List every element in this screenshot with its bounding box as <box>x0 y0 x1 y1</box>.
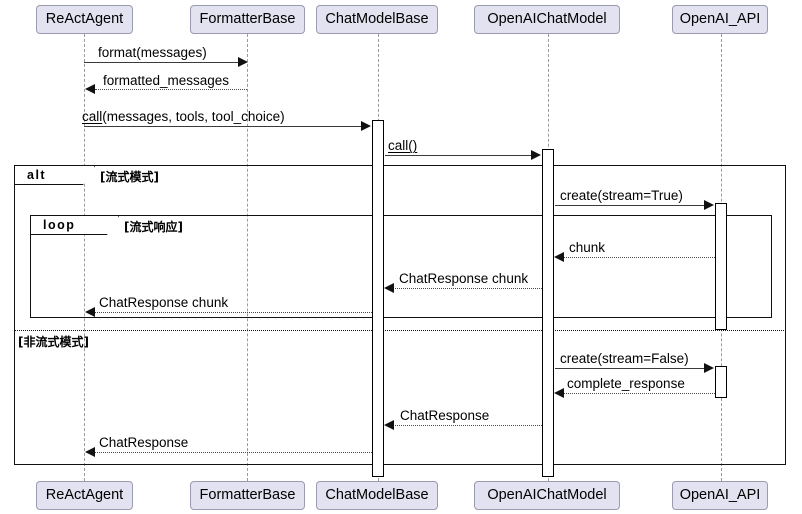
message-line-format-messages <box>84 62 239 63</box>
message-label-format-messages: format(messages) <box>98 45 207 60</box>
participant-label: OpenAIChatModel <box>487 11 607 28</box>
participant-chatmodelbase-bottom[interactable]: ChatModelBase <box>316 481 438 510</box>
message-label-complete-response: complete_response <box>567 376 685 391</box>
participant-label: FormatterBase <box>199 487 296 504</box>
message-label-call: call() <box>388 138 418 153</box>
message-label-call-text: call(messages, tools, tool_choice) <box>82 109 285 124</box>
message-arrow-chatresponse-outer <box>85 447 95 457</box>
message-label-chatresponse-chunk-outer: ChatResponse chunk <box>99 295 229 310</box>
message-label-chatresponse-outer: ChatResponse <box>99 435 189 450</box>
participant-label: OpenAIChatModel <box>487 487 607 504</box>
fragment-alt-condition-1: [流式模式] <box>100 170 159 184</box>
message-line-chatresponse-inner <box>393 425 542 426</box>
fragment-loop-operator: loop <box>43 218 76 232</box>
message-line-complete-response <box>563 393 715 394</box>
message-arrow-chatresponse-inner <box>384 420 394 430</box>
fragment-alt-condition-2: [非流式模式] <box>18 335 89 349</box>
participant-label: FormatterBase <box>199 11 296 28</box>
participant-openaichatmodel-top[interactable]: OpenAIChatModel <box>474 5 620 34</box>
fragment-loop <box>30 215 772 318</box>
message-label-chatresponse-inner: ChatResponse <box>400 408 490 423</box>
activation-openaiapi-nonstream <box>715 366 727 398</box>
message-arrow-chatresponse-chunk-outer <box>85 307 95 317</box>
activation-chatmodelbase <box>372 120 384 477</box>
fragment-alt-else-divider <box>14 330 786 331</box>
message-label-formatted-messages: formatted_messages <box>103 73 230 88</box>
participant-label: ReActAgent <box>45 11 124 28</box>
participant-formatter-bottom[interactable]: FormatterBase <box>190 481 305 510</box>
lifeline-react <box>84 34 85 481</box>
participant-label: OpenAI_API <box>679 487 761 504</box>
message-arrow-format-messages <box>238 57 248 67</box>
activation-openaichatmodel <box>542 149 554 477</box>
fragment-loop-condition-1: [流式响应] <box>124 220 183 234</box>
participant-label: ReActAgent <box>45 487 124 504</box>
participant-react-top[interactable]: ReActAgent <box>36 5 133 34</box>
message-arrow-create-stream-false <box>704 363 714 373</box>
message-line-call <box>385 155 532 156</box>
message-label-create-stream-true: create(stream=True) <box>560 188 683 203</box>
message-label-create-stream-false: create(stream=False) <box>560 351 689 366</box>
message-line-call-messages <box>84 126 362 127</box>
message-line-chunk <box>563 257 715 258</box>
message-arrow-call <box>531 150 541 160</box>
message-line-create-stream-true <box>555 205 705 206</box>
message-arrow-chunk <box>554 252 564 262</box>
message-line-chatresponse-outer <box>94 452 372 453</box>
participant-react-bottom[interactable]: ReActAgent <box>36 481 133 510</box>
message-line-create-stream-false <box>555 368 705 369</box>
participant-label: ChatModelBase <box>325 487 429 504</box>
fragment-loop-tab: loop <box>31 216 119 235</box>
message-line-chatresponse-chunk-outer <box>94 312 372 313</box>
message-arrow-chatresponse-chunk-inner <box>384 283 394 293</box>
message-arrow-call-messages <box>361 121 371 131</box>
participant-openaiapi-bottom[interactable]: OpenAI_API <box>672 481 768 510</box>
participant-openaiapi-top[interactable]: OpenAI_API <box>672 5 768 34</box>
participant-openaichatmodel-bottom[interactable]: OpenAIChatModel <box>474 481 620 510</box>
lifeline-formatter <box>247 34 248 481</box>
message-label-chatresponse-chunk-inner: ChatResponse chunk <box>399 271 529 286</box>
message-line-formatted-messages <box>95 89 247 90</box>
participant-formatter-top[interactable]: FormatterBase <box>190 5 305 34</box>
participant-chatmodelbase-top[interactable]: ChatModelBase <box>316 5 438 34</box>
participant-label: ChatModelBase <box>325 11 429 28</box>
participant-label: OpenAI_API <box>679 11 761 28</box>
activation-openaiapi-stream <box>715 203 727 330</box>
fragment-alt-tab: alt <box>15 166 95 185</box>
message-line-chatresponse-chunk-inner <box>393 288 542 289</box>
message-arrow-complete-response <box>554 388 564 398</box>
fragment-alt-operator: alt <box>27 168 47 182</box>
message-arrow-formatted-messages <box>85 84 95 94</box>
message-arrow-create-stream-true <box>704 200 714 210</box>
fragment-alt <box>14 165 786 465</box>
message-label-call-messages-tools-tool-choice: call(messages, tools, tool_choice) <box>82 110 285 124</box>
message-label-chunk: chunk <box>569 240 606 255</box>
